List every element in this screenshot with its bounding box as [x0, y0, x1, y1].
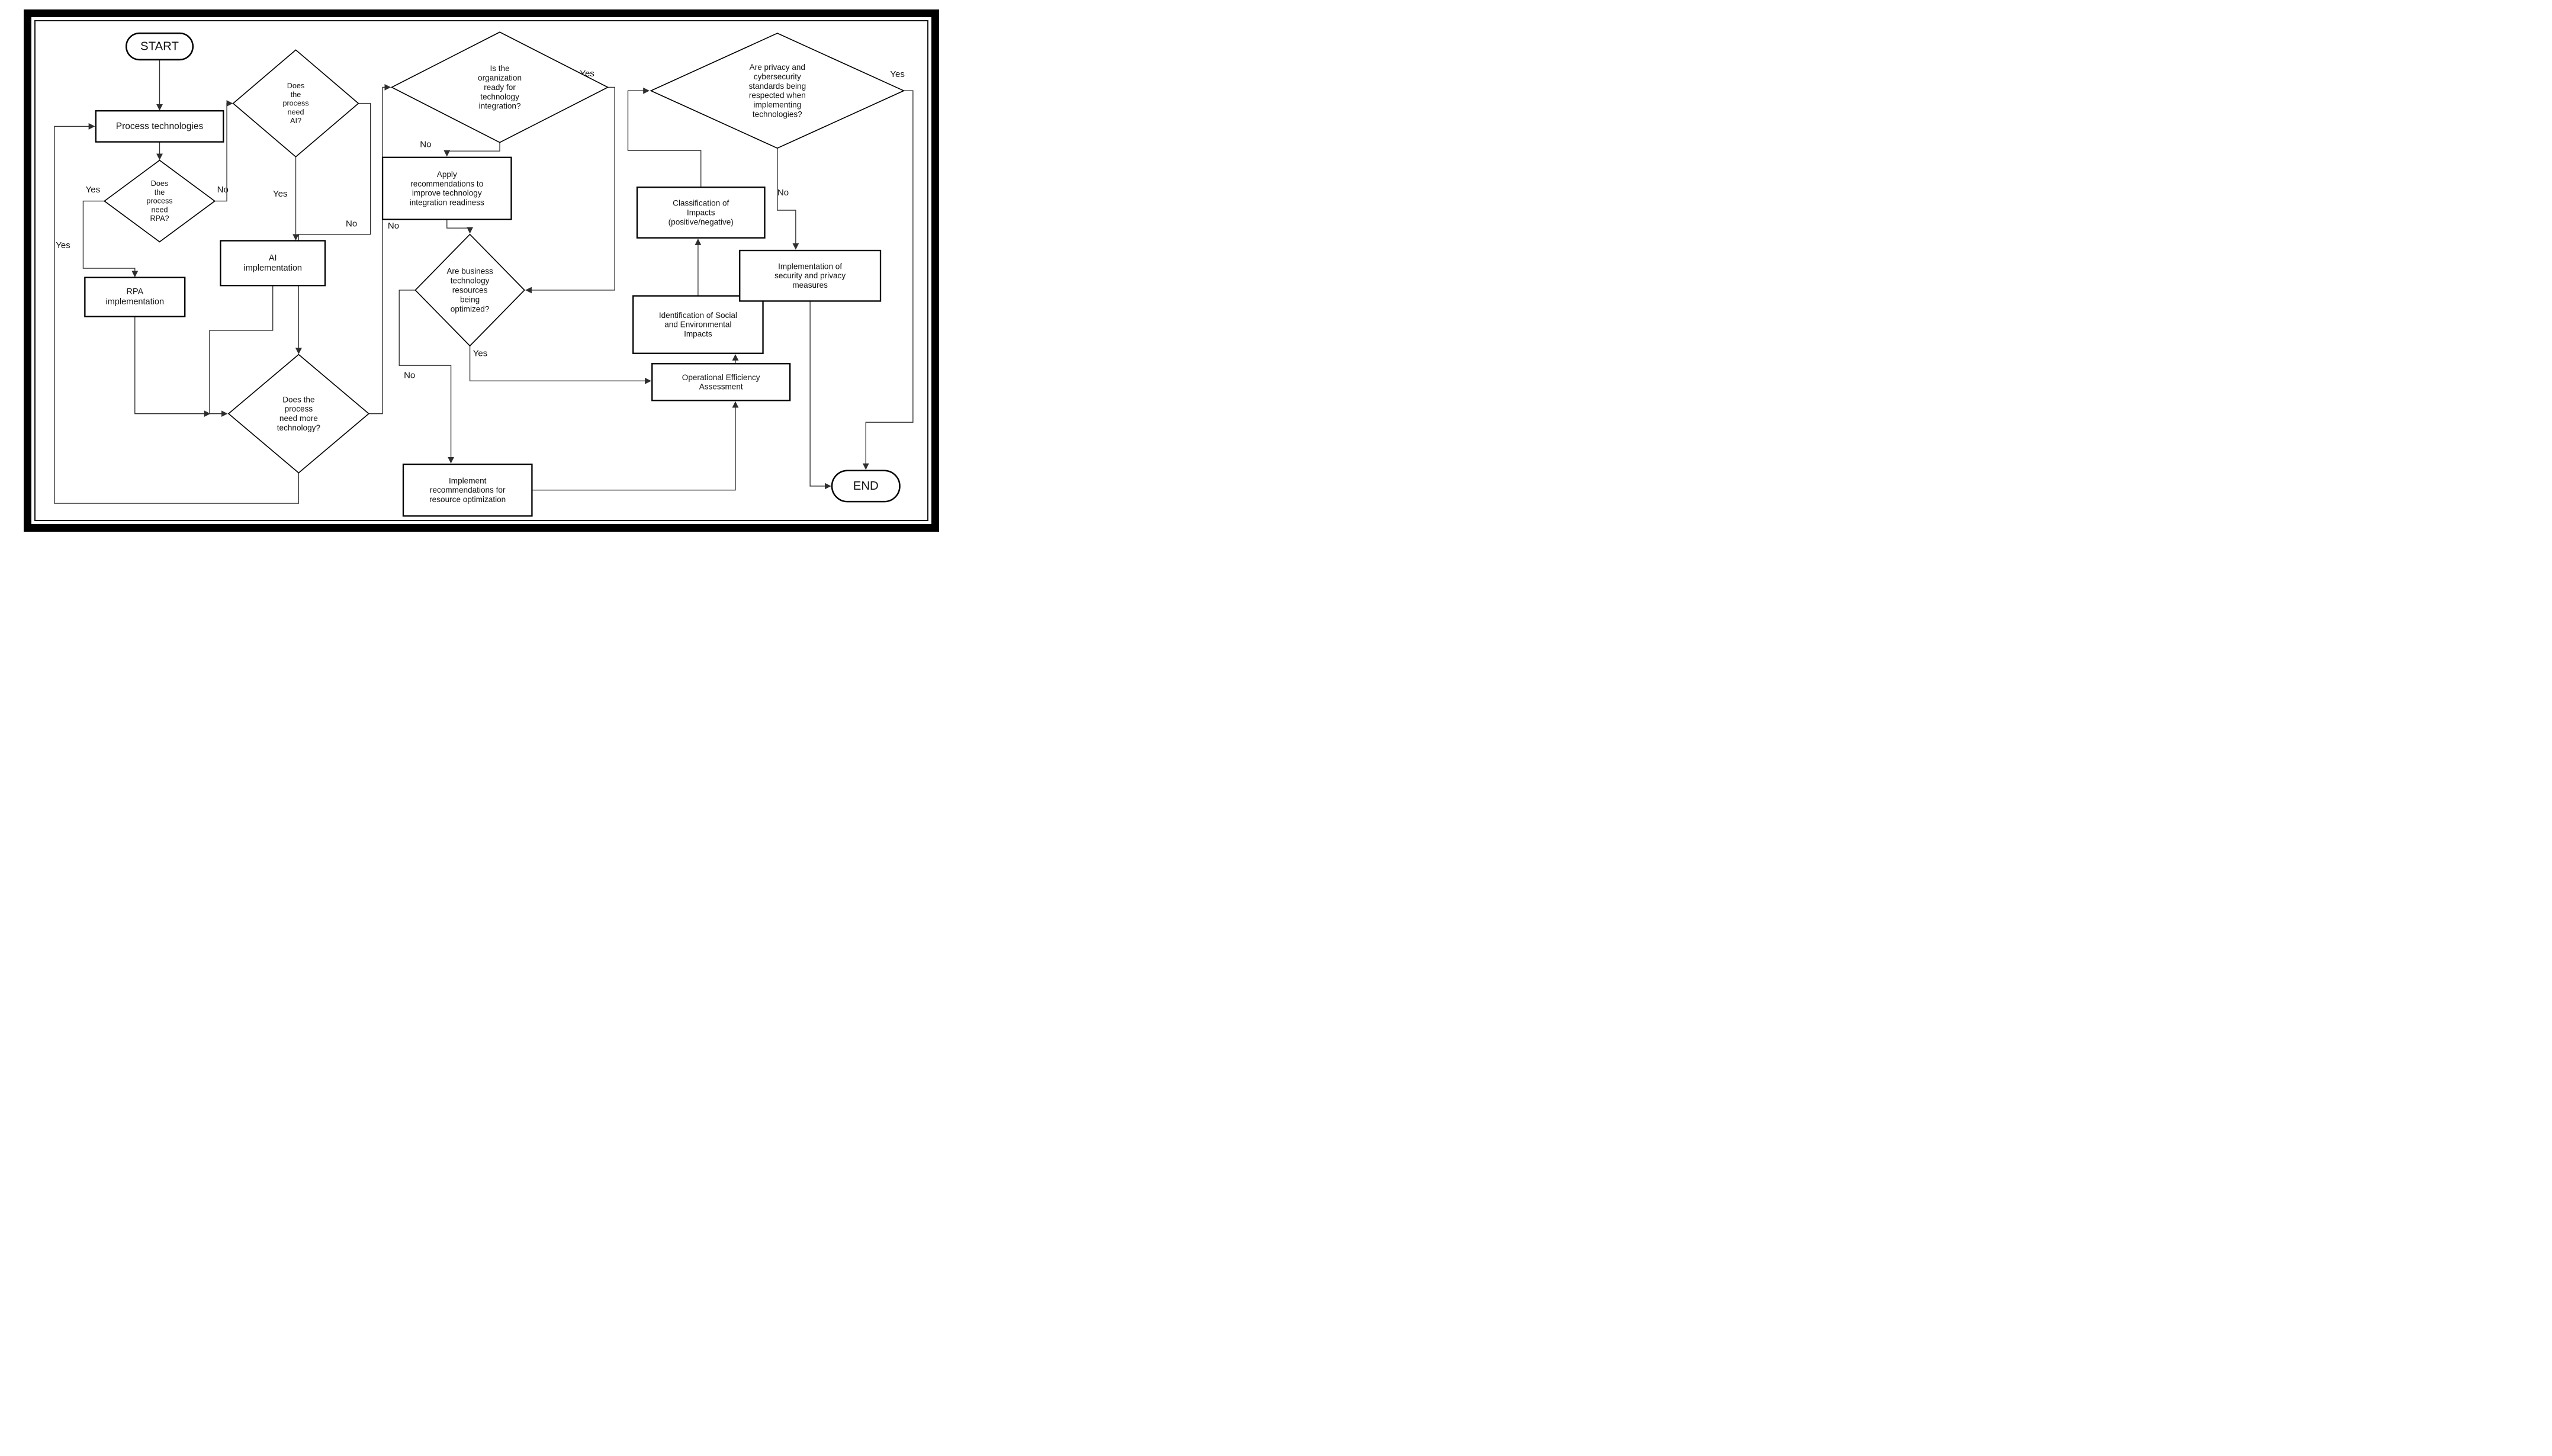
edge-line-org-ready-yes	[525, 86, 615, 294]
node-start: START	[125, 32, 194, 61]
process-technologies-label: Process technologies	[116, 121, 204, 131]
edge-privacy-yes: Yes	[862, 69, 914, 470]
edge-privacy-no: No	[777, 148, 799, 250]
end-label: END	[853, 480, 879, 493]
edge-label-need-ai-yes: Yes	[273, 189, 288, 199]
edge-label-privacy-no: No	[777, 188, 789, 198]
apply-recommendations-box	[381, 156, 512, 220]
edge-line-org-ready-no	[443, 142, 500, 157]
edge-line-privacy-no	[777, 148, 799, 250]
edge-apply-to-optimized	[446, 219, 474, 234]
org-ready-diamond	[390, 31, 609, 143]
edge-line-more-tech-yes-loop	[54, 123, 300, 504]
implement-recommendations-box	[402, 463, 533, 517]
edge-label-org-ready-no: No	[420, 139, 431, 149]
node-process-technologies: Process technologies	[95, 110, 224, 143]
process-technologies-box	[95, 110, 224, 143]
edge-need-rpa-no: No	[214, 100, 233, 202]
need-ai-diamond	[232, 49, 359, 158]
edge-optimized-no: No	[398, 290, 454, 464]
need-rpa-diamond	[103, 159, 216, 243]
edge-need-rpa-yes: Yes	[82, 185, 139, 278]
node-end: END	[831, 470, 901, 503]
edge-label-optimized-yes: Yes	[473, 349, 488, 359]
edge-line-security-to-end	[809, 301, 831, 490]
classification-impacts-box	[636, 187, 766, 239]
end-terminator	[831, 470, 901, 503]
edge-line-privacy-yes	[862, 90, 914, 470]
resources-optimized-diamond	[414, 233, 525, 347]
edge-ai-impl-to-more-tech	[209, 285, 274, 417]
edge-label-privacy-yes: Yes	[890, 69, 905, 79]
edge-impl-rec-to-op-eff	[532, 401, 739, 491]
edge-line-optimized-no	[398, 290, 454, 464]
edge-line-need-rpa-no	[214, 100, 233, 202]
rpa-implementation-box	[84, 277, 186, 317]
identification-impacts-box	[632, 295, 764, 354]
edge-label-more-tech-no: No	[388, 221, 399, 231]
edge-line-classification-to-privacy	[627, 87, 702, 188]
edge-line-impl-rec-to-op-eff	[532, 401, 739, 491]
edge-line-optimized-yes	[469, 346, 651, 384]
edge-label-need-ai-no: No	[346, 218, 357, 229]
edge-more-tech-no: No	[368, 83, 399, 414]
edge-line-more-tech-no	[368, 83, 391, 414]
operational-efficiency-box	[651, 363, 791, 401]
edge-line-ai-impl-to-more-tech	[209, 285, 274, 417]
start-terminator	[125, 32, 194, 61]
edge-need-ai-yes: Yes	[273, 156, 299, 241]
edge-label-need-rpa-yes: Yes	[86, 185, 101, 195]
implementation-security-box	[739, 249, 882, 302]
edge-line-apply-to-optimized	[446, 219, 474, 234]
edge-line-rpa-impl-to-more-tech	[134, 316, 211, 417]
edge-rpa-impl-to-more-tech	[134, 316, 211, 417]
edge-more-tech-yes-loop: Yes	[54, 123, 300, 504]
edge-classification-to-privacy	[627, 87, 702, 188]
edge-security-to-end	[809, 301, 831, 490]
need-more-tech-diamond	[227, 353, 370, 474]
privacy-standards-diamond	[650, 33, 905, 149]
edge-org-ready-no: No	[420, 139, 500, 157]
edge-label-more-tech-yes-loop: Yes	[56, 240, 70, 250]
edge-label-optimized-no: No	[404, 370, 415, 380]
ai-implementation-box	[220, 240, 326, 287]
edge-line-need-rpa-yes	[82, 200, 139, 278]
edge-label-need-rpa-no: No	[217, 185, 229, 195]
edge-optimized-yes: Yes	[469, 346, 651, 384]
start-label: START	[140, 40, 179, 53]
